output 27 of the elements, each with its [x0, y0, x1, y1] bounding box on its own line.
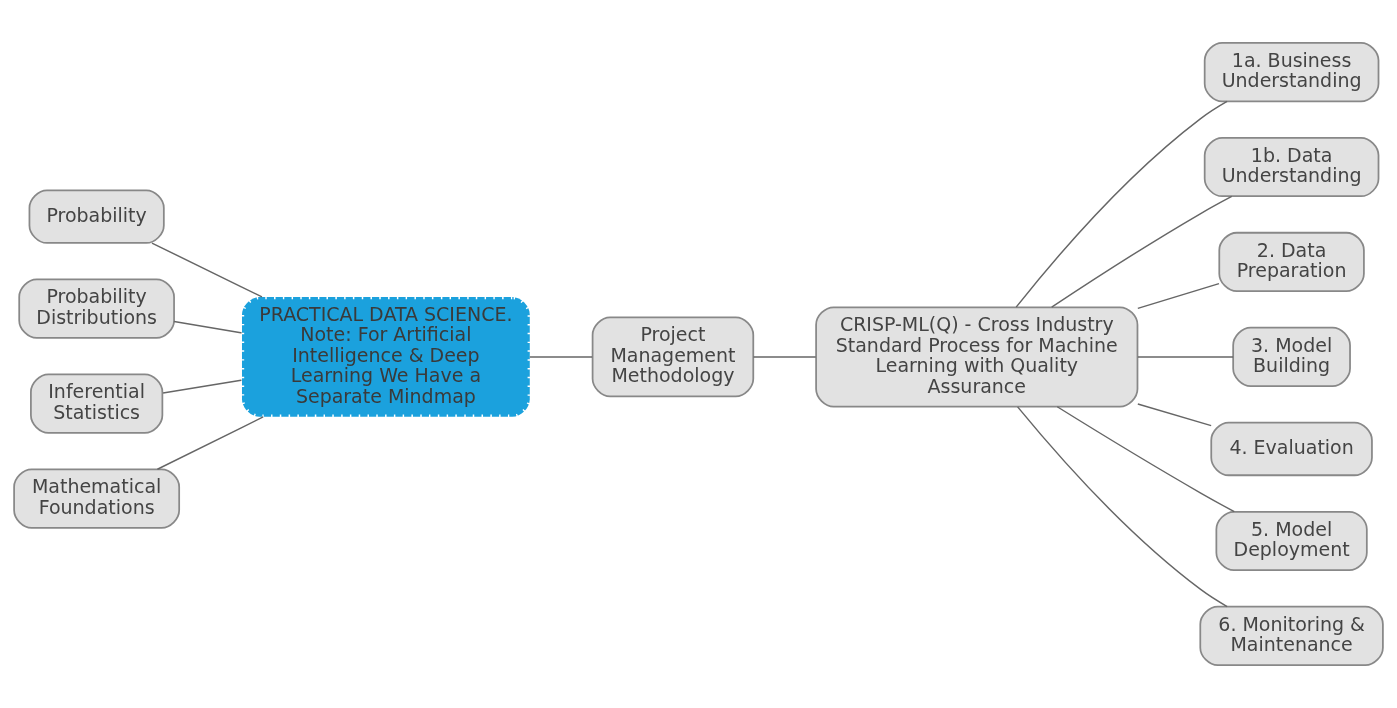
- connector: [162, 379, 243, 394]
- node-box: Probability: [28, 189, 165, 244]
- node-box: 3. Model Building: [1232, 326, 1351, 387]
- connector: [1056, 406, 1235, 513]
- connector: [529, 356, 593, 358]
- node-box: Mathematical Foundations: [13, 468, 181, 529]
- connector: [1137, 282, 1220, 310]
- connector: [1016, 406, 1228, 608]
- connector: [151, 242, 263, 298]
- connector: [1015, 100, 1228, 308]
- connector: [173, 320, 243, 334]
- connector: [1050, 195, 1233, 308]
- node-box: 1a. Business Understanding: [1203, 41, 1380, 103]
- connector: [156, 416, 264, 470]
- node-box: CRISP-ML(Q) - Cross Industry Standard Process for Machine Learning with Quality Assurance: [815, 306, 1139, 408]
- node-box: 4. Evaluation: [1210, 421, 1373, 477]
- node-box: Project Management Methodology: [591, 316, 755, 398]
- node-box: PRACTICAL DATA SCIENCE. Note: For Artificial Intelligence & Deep Learning We Have a Separate Mindmap: [239, 294, 532, 419]
- node-box: Probability Distributions: [18, 278, 175, 339]
- node-box: Inferential Statistics: [30, 373, 164, 434]
- node-box: 6. Monitoring & Maintenance: [1199, 605, 1384, 667]
- connector: [752, 356, 817, 358]
- connector: [1137, 356, 1234, 358]
- node-box: 1b. Data Understanding: [1203, 136, 1380, 198]
- node-box: 5. Model Deployment: [1215, 510, 1368, 572]
- connector: [1137, 403, 1212, 427]
- node-box: 2. Data Preparation: [1218, 231, 1365, 293]
